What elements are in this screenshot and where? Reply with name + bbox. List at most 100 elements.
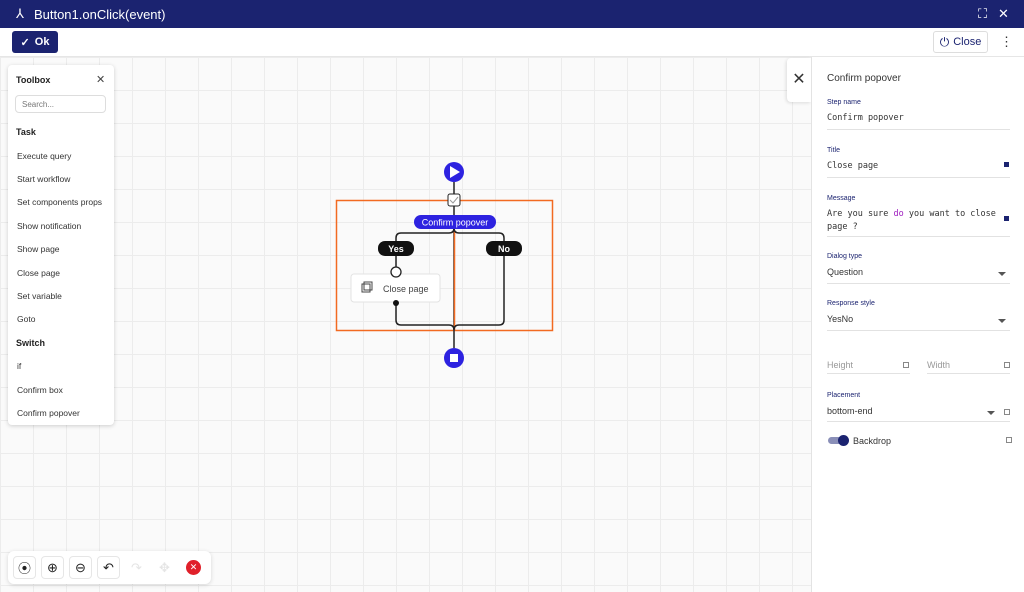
divider <box>827 373 910 374</box>
divider <box>827 330 1010 331</box>
zoom-in-button[interactable]: ⊕ <box>41 556 64 579</box>
close-button[interactable]: ⏻Close <box>933 31 988 53</box>
panel-title: Confirm popover <box>827 73 901 84</box>
zoom-controls: ⦿ ⊕ ⊖ ↶ ↷ ✥ ✕ <box>8 551 211 584</box>
toolbox-item[interactable]: Set variable <box>17 291 62 301</box>
divider <box>827 177 1010 178</box>
zoom-in-icon: ⊕ <box>47 559 58 575</box>
divider <box>827 236 1010 237</box>
delete-icon: ✕ <box>189 562 198 572</box>
message-text: Are you sure <box>827 209 894 219</box>
toolbox-item[interactable]: Confirm box <box>17 385 63 395</box>
flow-diagram: Confirm popover Yes No Close page <box>335 162 554 368</box>
no-label: No <box>498 244 510 254</box>
binding-icon[interactable] <box>1006 437 1012 443</box>
step-name-field[interactable]: Confirm popover <box>827 113 904 123</box>
response-style-label: Response style <box>827 300 875 307</box>
title-label: Title <box>827 147 840 154</box>
check-node[interactable] <box>447 193 461 207</box>
message-field[interactable]: Are you sure do you want to close page ? <box>827 208 1002 234</box>
toolbox-item[interactable]: Close page <box>17 268 61 278</box>
move-button[interactable]: ✥ <box>153 556 176 579</box>
output-port[interactable] <box>393 300 399 306</box>
close-page-icon-back <box>363 281 373 291</box>
toolbox-item[interactable]: Goto <box>17 314 36 324</box>
fit-view-button[interactable]: ⦿ <box>13 556 36 579</box>
binding-icon[interactable] <box>1004 362 1010 368</box>
divider <box>827 129 1010 130</box>
branch-lines <box>395 227 505 331</box>
message-text: you want to close <box>903 209 996 219</box>
close-panel-button[interactable]: ✕ <box>787 58 811 102</box>
binding-icon[interactable] <box>1004 409 1010 415</box>
toolbox-item[interactable]: if <box>17 361 22 371</box>
toolbox-item[interactable]: Show notification <box>17 221 82 231</box>
close-page-icon <box>361 283 371 293</box>
power-icon: ⏻ <box>939 34 950 49</box>
backdrop-label: Backdrop <box>853 436 892 446</box>
title-field[interactable]: Close page <box>827 161 879 171</box>
branch-yes[interactable] <box>378 241 414 256</box>
zoom-out-button[interactable]: ⊖ <box>69 556 92 579</box>
width-input[interactable]: Width <box>927 360 951 370</box>
divider <box>827 421 1010 422</box>
message-keyword: do <box>893 209 904 219</box>
chevron-down-icon[interactable] <box>998 319 1006 323</box>
zoom-out-icon: ⊖ <box>75 559 86 575</box>
branch-icon: ⅄ <box>16 6 24 21</box>
flow-canvas[interactable] <box>0 57 811 592</box>
toolbox-search-input[interactable]: Search... <box>15 95 106 113</box>
more-options-icon[interactable]: ⋮ <box>1000 34 1013 49</box>
check-icon: ✓ <box>20 36 30 49</box>
step-label: Confirm popover <box>422 218 489 228</box>
binding-icon[interactable] <box>903 362 909 368</box>
toolbox-item[interactable]: Show page <box>17 244 60 254</box>
action-label: Close page <box>383 284 429 294</box>
redo-icon: ↷ <box>131 559 142 575</box>
step-name-label: Step name <box>827 99 861 106</box>
toolbox-close-icon[interactable]: ✕ <box>96 74 106 86</box>
focus-icon: ⦿ <box>17 561 31 576</box>
dialog-type-select[interactable]: Question <box>827 267 864 277</box>
toolbar: ✓Ok ⏻Close ⋮ <box>0 28 1024 57</box>
response-style-select[interactable]: YesNo <box>827 314 854 324</box>
check-icon <box>449 196 459 204</box>
binding-icon[interactable] <box>1004 162 1009 167</box>
yes-label: Yes <box>388 244 404 254</box>
toolbox-item[interactable]: Start workflow <box>17 174 71 184</box>
toolbox-title: Toolbox <box>16 75 51 85</box>
fullscreen-icon[interactable]: ⛶ <box>978 6 988 21</box>
undo-button[interactable]: ↶ <box>97 556 120 579</box>
toolbox-panel: Toolbox ✕ Search... Task Execute query S… <box>8 65 114 425</box>
input-port[interactable] <box>390 266 402 278</box>
message-label: Message <box>827 195 856 202</box>
chevron-down-icon[interactable] <box>987 411 995 415</box>
placement-label: Placement <box>827 392 861 399</box>
delete-button[interactable]: ✕ <box>186 560 201 575</box>
selection-box <box>335 199 554 332</box>
toolbox-item[interactable]: Set components props <box>17 197 103 207</box>
binding-icon[interactable] <box>1004 216 1009 221</box>
placement-select[interactable]: bottom-end <box>827 406 873 416</box>
toggle-thumb <box>838 435 849 446</box>
divider <box>927 373 1010 374</box>
branch-no[interactable] <box>486 241 522 256</box>
redo-button[interactable]: ↷ <box>125 556 148 579</box>
undo-icon: ↶ <box>103 559 114 575</box>
height-input[interactable]: Height <box>827 360 854 370</box>
ok-button[interactable]: ✓Ok <box>12 31 58 53</box>
toolbox-item[interactable]: Confirm popover <box>17 408 80 418</box>
toolbox-item[interactable]: Execute query <box>17 151 72 161</box>
step-confirm-popover[interactable] <box>414 215 496 229</box>
stop-icon <box>450 354 458 362</box>
close-window-icon[interactable]: ✕ <box>998 6 1009 21</box>
section-switch: Switch <box>16 338 46 348</box>
chevron-down-icon[interactable] <box>998 272 1006 276</box>
divider <box>827 283 1010 284</box>
window-title: Button1.onClick(event) <box>33 6 166 22</box>
section-task: Task <box>16 127 36 137</box>
title-bar: ⅄ Button1.onClick(event) ⛶ ✕ <box>0 0 1024 28</box>
message-text: page ? <box>827 222 858 232</box>
move-icon: ✥ <box>159 559 170 575</box>
backdrop-toggle[interactable] <box>828 435 850 446</box>
